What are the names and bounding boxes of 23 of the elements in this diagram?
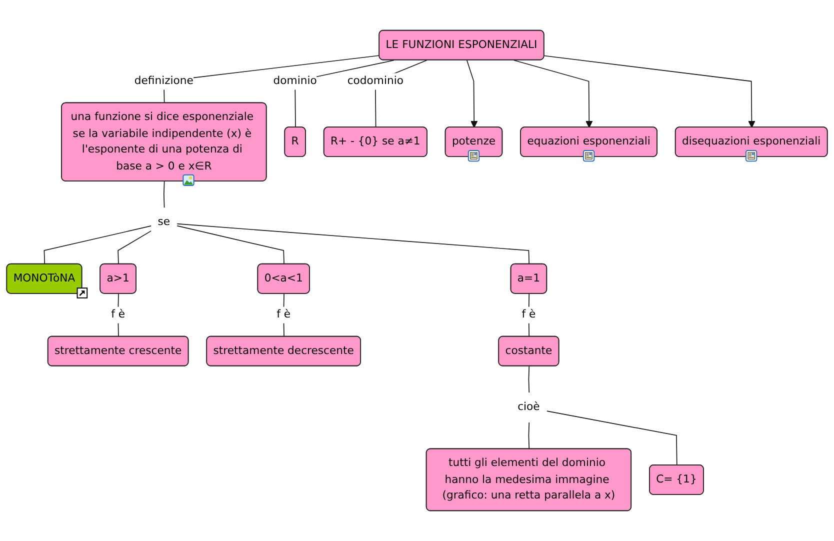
connector [528,422,530,450]
connector [164,55,380,104]
connector [176,223,530,265]
edge-label: dominio [273,74,317,88]
edge-label: definizione [134,74,194,88]
connector [528,293,530,338]
edge-label: f è [111,308,126,321]
connector [283,293,284,338]
arrow [513,60,593,128]
node-text: cioè [518,400,540,414]
connector [44,225,152,265]
arrow [544,55,756,128]
arrow [466,60,478,128]
connector [164,180,165,208]
edge-label: f è [522,308,536,321]
connector [118,230,152,265]
connector [118,293,119,338]
connector [546,410,678,466]
node-text: se [158,216,170,228]
edge-label: f è [276,308,291,321]
connector [528,366,530,394]
edge-label: codominio [347,74,404,88]
connector [176,225,284,265]
